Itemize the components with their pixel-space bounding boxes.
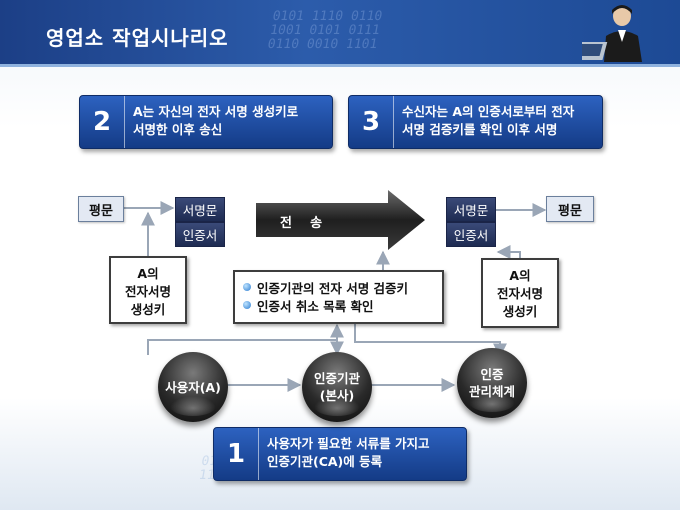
step-number: 1 — [214, 428, 259, 480]
step-text-line: 서명 검증키를 확인 이후 서명 — [402, 122, 558, 137]
bullet-icon — [243, 283, 251, 291]
receiver-signed-box: 서명문 — [446, 197, 496, 222]
step-text-line: A는 자신의 전자 서명 생성키로 — [133, 104, 299, 119]
ca-info-box: 인증기관의 전자 서명 검증키 인증서 취소 목록 확인 — [233, 270, 444, 324]
sig-line: A의 — [509, 268, 531, 283]
ca-node: 인증기관 (본사) — [302, 352, 372, 422]
list-item: 인증서 취소 목록 확인 — [243, 296, 434, 314]
transmit-arrow — [256, 190, 425, 250]
sender-plaintext-box: 평문 — [78, 196, 124, 222]
ca-node-sublabel: (본사) — [319, 388, 355, 403]
receiver-plaintext-box: 평문 — [546, 196, 594, 222]
sender-signed-box: 서명문 — [175, 197, 225, 222]
sig-line: 생성키 — [502, 304, 538, 319]
step-text-line: 인증기관(CA)에 등록 — [267, 454, 383, 469]
list-item: 인증기관의 전자 서명 검증키 — [243, 278, 434, 296]
transmit-label: 전 송 — [280, 216, 323, 231]
sig-line: 전자서명 — [496, 286, 543, 301]
management-node-sublabel: 관리체계 — [468, 384, 515, 399]
step-number: 2 — [80, 96, 125, 148]
ca-node-label: 인증기관 — [313, 371, 360, 386]
list-item-label: 인증서 취소 목록 확인 — [257, 298, 374, 314]
right-signature-key-box: A의 전자서명 생성키 — [481, 258, 559, 328]
left-signature-key-box: A의 전자서명 생성키 — [109, 256, 187, 324]
list-item-label: 인증기관의 전자 서명 검증키 — [257, 280, 409, 296]
rightsig-to-cert-arrow — [496, 245, 521, 259]
step-text-line: 수신자는 A의 인증서로부터 전자 — [402, 104, 575, 119]
step-text-line: 서명한 이후 송신 — [133, 122, 223, 137]
sender-cert-box: 인증서 — [175, 222, 225, 247]
user-node: 사용자(A) — [158, 352, 228, 422]
management-node-label: 인증 — [480, 367, 504, 382]
sig-line: 전자서명 — [124, 284, 171, 299]
page-title: 영업소 작업시나리오 — [46, 26, 229, 50]
user-to-cainfo-arrow — [147, 323, 344, 355]
step-text-line: 사용자가 필요한 서류를 가지고 — [267, 436, 430, 451]
management-node: 인증 관리체계 — [457, 348, 527, 418]
user-node-label: 사용자(A) — [165, 379, 221, 395]
step-number: 3 — [349, 96, 394, 148]
businessman-laptop-icon — [582, 5, 642, 62]
bullet-icon — [243, 301, 251, 309]
sig-line: A의 — [137, 266, 159, 281]
receiver-cert-box: 인증서 — [446, 222, 496, 247]
sig-line: 생성키 — [130, 302, 166, 317]
